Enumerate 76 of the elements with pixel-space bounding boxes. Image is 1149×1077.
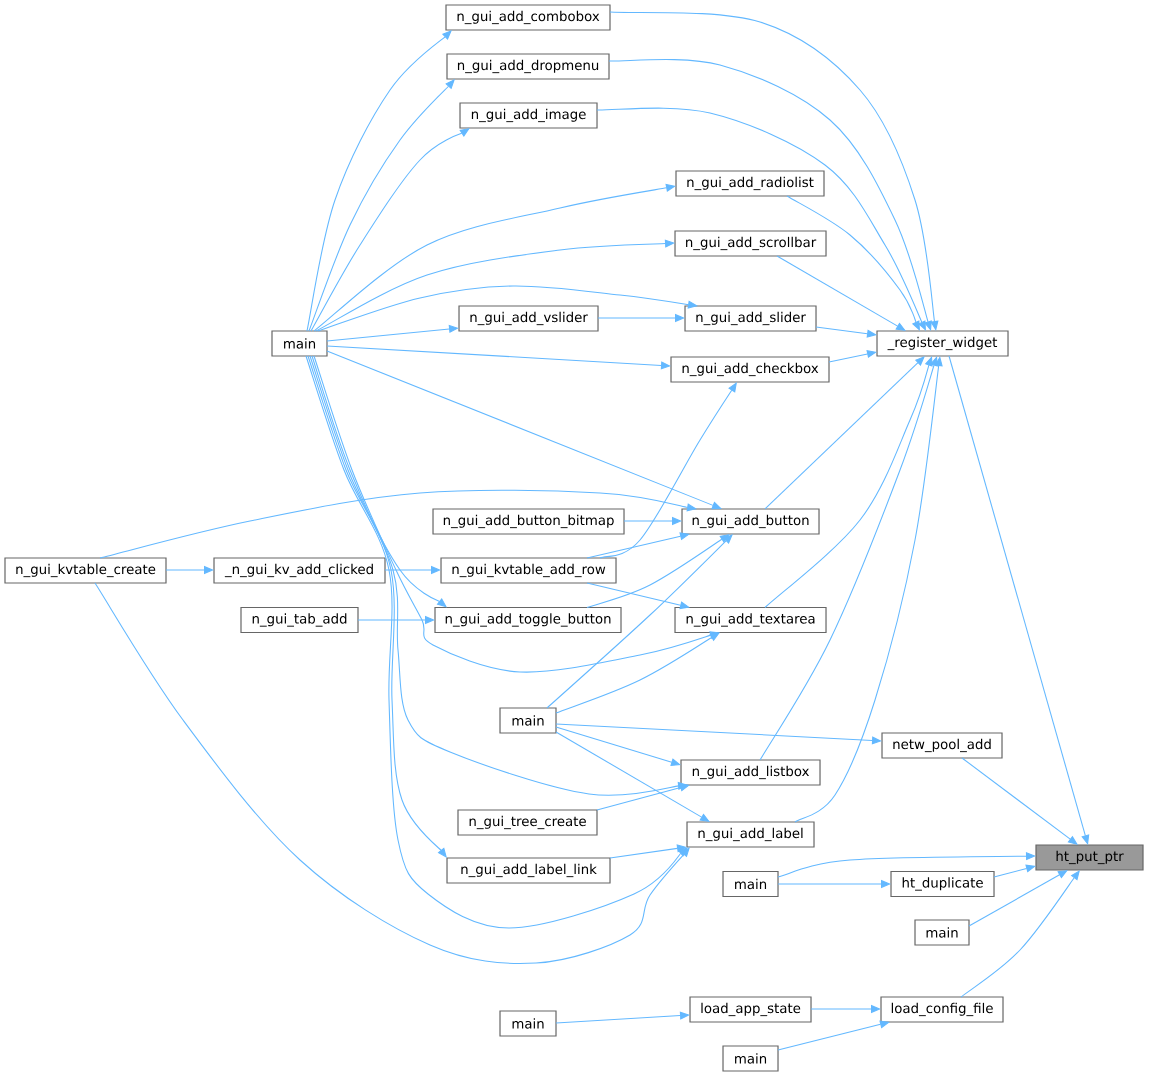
function-box: netw_pool_add xyxy=(881,732,1003,759)
arrow xyxy=(99,489,697,559)
arrow xyxy=(326,350,722,510)
arrow xyxy=(764,356,933,609)
function-box: main xyxy=(499,707,557,734)
arrow xyxy=(968,870,1068,927)
function-box: n_gui_add_combobox xyxy=(445,4,611,31)
function-box: main xyxy=(722,1045,779,1072)
arrow xyxy=(776,255,906,331)
function-box: n_gui_add_slider xyxy=(684,305,817,332)
arrow xyxy=(315,239,675,332)
function-box: main xyxy=(271,330,328,357)
function-box: n_gui_add_label xyxy=(686,821,815,848)
arrow xyxy=(546,534,733,709)
arrow xyxy=(759,356,938,761)
arrow xyxy=(948,355,1090,845)
arrow xyxy=(608,58,932,331)
arrow xyxy=(609,844,687,859)
arrow xyxy=(794,356,943,823)
function-box: main xyxy=(914,919,970,946)
arrow xyxy=(586,582,690,610)
arrow xyxy=(815,326,877,338)
function-box: main xyxy=(499,1010,557,1037)
function-box: n_gui_add_image xyxy=(459,102,598,129)
function-box: n_gui_kvtable_add_row xyxy=(440,557,617,584)
function-box: n_gui_add_checkbox xyxy=(670,356,830,383)
function-box: load_app_state xyxy=(689,996,812,1023)
function-box: n_gui_add_scrollbar xyxy=(674,230,827,257)
function-box: load_config_file xyxy=(880,996,1004,1023)
function-box: n_gui_tab_add xyxy=(240,606,359,634)
arrow xyxy=(586,534,730,609)
function-box: n_gui_add_label_link xyxy=(446,857,611,884)
arrow xyxy=(555,1011,690,1024)
arrow xyxy=(764,356,925,510)
arrow xyxy=(555,731,710,822)
function-box: n_gui_add_dropmenu xyxy=(446,53,610,80)
arrow xyxy=(308,79,455,332)
arrow xyxy=(961,757,1078,845)
arrow xyxy=(326,345,671,370)
function-box: main xyxy=(722,870,779,898)
arrow xyxy=(609,11,939,331)
arrow xyxy=(310,128,470,332)
function-box: n_gui_add_listbox xyxy=(680,759,821,786)
function-box: n_gui_add_toggle_button xyxy=(434,606,622,634)
function-box: _register_widget xyxy=(876,330,1009,357)
arrow xyxy=(317,285,698,332)
arrow xyxy=(960,870,1080,998)
arrow xyxy=(599,382,737,559)
function-box: ht_duplicate xyxy=(890,870,995,898)
function-box: n_gui_kvtable_create xyxy=(4,557,167,584)
arrow xyxy=(555,723,882,745)
function-box: _n_gui_kv_add_clicked xyxy=(213,557,386,584)
arrow xyxy=(777,1020,890,1051)
arrow xyxy=(786,195,920,331)
arrow xyxy=(94,582,690,964)
function-box: n_gui_add_button xyxy=(681,508,820,535)
arrow xyxy=(326,324,459,342)
function-box: n_gui_add_button_bitmap xyxy=(432,508,625,535)
arrow xyxy=(311,355,447,608)
arrow xyxy=(313,183,676,332)
arrow xyxy=(596,107,926,331)
highlighted-function-box: ht_put_ptr xyxy=(1035,844,1144,871)
function-box: n_gui_tree_create xyxy=(457,809,598,836)
function-box: n_gui_add_textarea xyxy=(674,606,827,634)
function-box: n_gui_add_vslider xyxy=(458,305,599,332)
arrow xyxy=(313,355,720,673)
arrow xyxy=(993,864,1036,878)
function-box: n_gui_add_radiolist xyxy=(675,170,825,197)
arrow xyxy=(777,852,1036,878)
arrow xyxy=(555,632,720,714)
arrow xyxy=(306,30,452,332)
arrow xyxy=(596,783,690,811)
arrow xyxy=(307,355,447,858)
arrow xyxy=(586,532,690,559)
arrow xyxy=(305,355,688,929)
arrow xyxy=(828,349,877,363)
